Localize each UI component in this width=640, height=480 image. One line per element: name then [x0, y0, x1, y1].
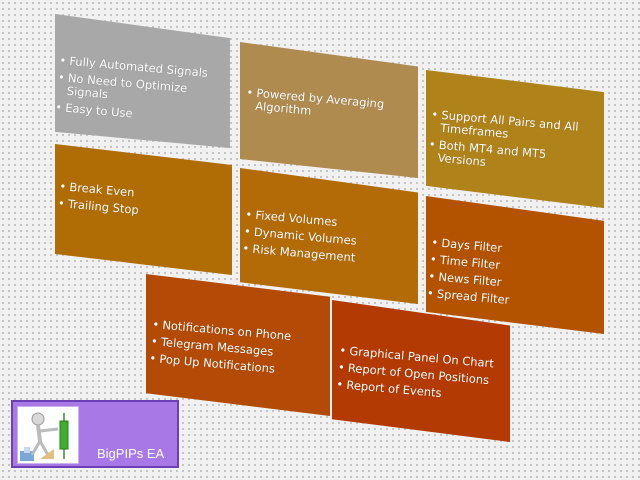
stick-figure-chart-logo-icon: [17, 406, 79, 464]
product-badge: BigPIPs EA: [11, 400, 179, 468]
badge-title: BigPIPs EA: [97, 446, 165, 461]
